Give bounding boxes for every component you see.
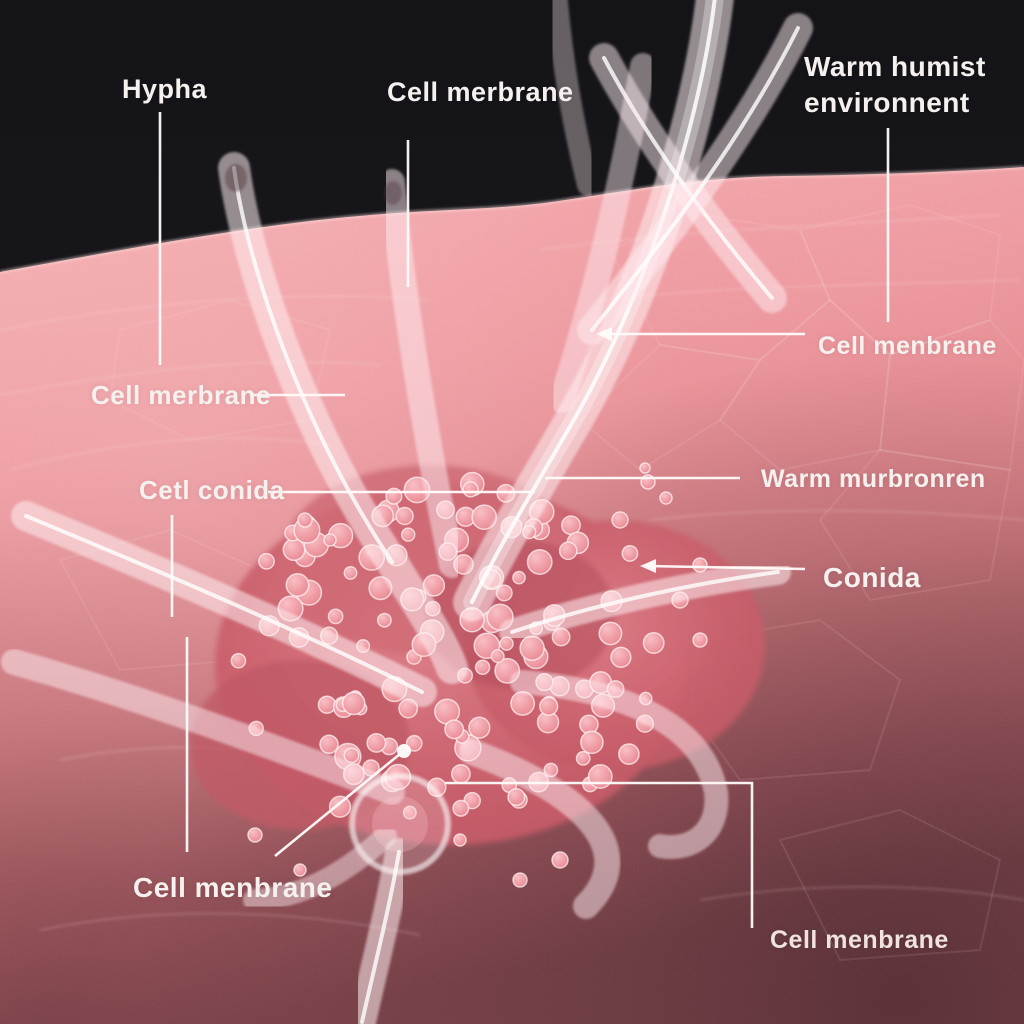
conidium-sphere [297, 512, 313, 528]
conidium-sphere [551, 851, 569, 869]
conidium-sphere [247, 827, 263, 843]
conidium-sphere [579, 714, 599, 735]
label-cell-membrane-bottom-left: Cell menbrane [133, 872, 333, 903]
conidium-sphere [452, 799, 470, 817]
conidium-sphere [385, 487, 403, 505]
conidium-sphere [598, 621, 623, 646]
conidium-sphere [343, 565, 358, 580]
hypha-tube [453, 0, 734, 621]
hypha-tube [218, 152, 468, 684]
hypha-tube [499, 559, 791, 645]
conidium-sphere [341, 691, 366, 716]
conidium-sphere [510, 690, 536, 716]
label-cell-membrane-left: Cell merbrane [91, 380, 271, 410]
conidium-sphere [453, 833, 467, 847]
label-cell-membrane-right: Cell menbrane [818, 332, 997, 360]
conidium-sphere [327, 608, 344, 625]
conidium-sphere [343, 747, 360, 764]
conidium-sphere [474, 659, 491, 676]
conidium-sphere [640, 474, 656, 490]
conidium-sphere [293, 863, 307, 877]
conidium-sphere [610, 646, 632, 668]
conidium-sphere [611, 511, 629, 529]
hypha-tube [379, 169, 465, 578]
conidium-sphere [512, 872, 528, 888]
conidium-sphere [618, 743, 640, 765]
label-hypha: Hypha [122, 74, 208, 104]
label-cetl-conida: Cetl conida [139, 475, 285, 505]
conidium-sphere [366, 732, 387, 753]
conidium-sphere [526, 549, 553, 575]
conidium-sphere [230, 652, 247, 669]
label-cell-membrane-bottom-right: Cell menbrane [770, 926, 949, 954]
conidium-sphere [395, 506, 414, 526]
conidium-sphere [642, 632, 665, 654]
conidium-sphere [621, 544, 639, 562]
label-warm-murbronren: Warm murbronren [761, 465, 986, 493]
conidium-sphere [692, 557, 708, 573]
conidium-sphere [659, 491, 673, 505]
conidium-sphere [317, 695, 337, 714]
label-conida: Conida [823, 562, 921, 593]
label-cell-membrane-top: Cell merbrane [387, 77, 574, 107]
hypha-tube [545, 0, 599, 196]
label-warm-environment: Warm humist environnent [804, 51, 986, 118]
conidium-sphere [507, 787, 526, 807]
conidium-sphere [580, 730, 604, 755]
conidium-sphere [512, 570, 526, 585]
conidium-sphere [285, 573, 310, 597]
conidium-sphere [490, 649, 505, 664]
conidium-sphere [587, 764, 613, 789]
conidium-sphere [462, 481, 479, 498]
conidium-sphere [258, 552, 275, 570]
conidium-sphere [539, 696, 559, 716]
conidium-sphere [376, 612, 392, 628]
conidium-sphere [558, 541, 578, 561]
conidium-sphere [328, 795, 352, 818]
conidium-sphere [468, 716, 491, 739]
conidium-sphere [444, 719, 465, 740]
conidium-sphere [323, 533, 337, 547]
conidium-sphere [450, 763, 471, 784]
hypha-tube [549, 13, 813, 413]
conidium-sphere [400, 527, 416, 542]
conidium-sphere [405, 734, 423, 752]
conidium-sphere [319, 734, 339, 755]
conidium-sphere [575, 750, 591, 766]
conidium-sphere [639, 462, 651, 474]
conidium-sphere [692, 632, 708, 648]
